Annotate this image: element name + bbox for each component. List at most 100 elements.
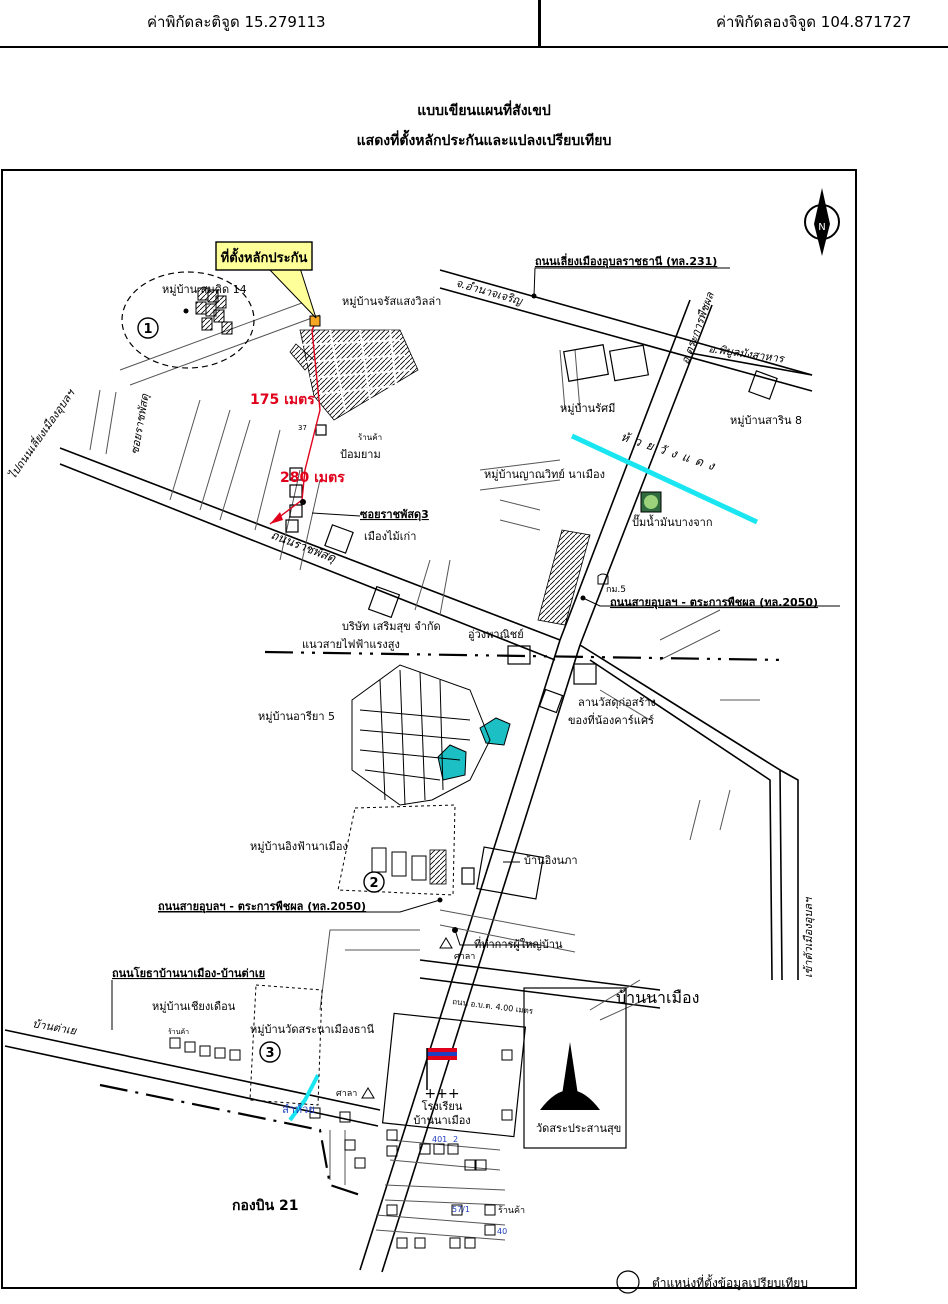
- label-huai-wang-daeng: ห้วยวังแดง: [619, 430, 722, 475]
- yotha-road-b: [4, 1045, 379, 1127]
- label-soi-ratchaphatsadu: ซอยราชพัสดุ: [128, 392, 152, 455]
- village-charat-lanes: [299, 329, 415, 411]
- trakan-road-upper-a: [559, 299, 691, 641]
- comparison-markers: 1 2 3: [137, 317, 385, 1063]
- marker-2-label: 2: [369, 876, 378, 891]
- map-title: แบบเขียนแผนที่สังเขป แสดงที่ตั้งหลักประก…: [0, 96, 948, 156]
- school-cross-icon: +++: [424, 1086, 459, 1102]
- coordinate-header: ค่าพิกัดละติจูด 15.279113 ค่าพิกัดลองจิจ…: [0, 0, 948, 48]
- label-house-2: 2: [453, 1135, 458, 1144]
- highway-2050-b: [381, 644, 581, 1273]
- marker-1-circle: [137, 317, 159, 339]
- label-to-phibun: อ.พิบูลมังสาหาร: [708, 342, 787, 366]
- gas-station-leaf-icon: [644, 495, 658, 509]
- huai-wang-daeng-stream: [570, 433, 759, 525]
- sala-icon-2: [361, 1087, 375, 1099]
- label-distance-280: 280 เมตร: [280, 470, 345, 486]
- label-shop-1: ร้านค้า: [358, 433, 382, 442]
- label-ban-ariya: หมู่บ้านอารียา 5: [258, 710, 335, 723]
- junction-dot-5: [183, 308, 189, 314]
- label-sala-1: ศาลา: [454, 952, 475, 962]
- label-ban-ingfa: หมู่บ้านอิงฟ้านาเมือง: [250, 840, 348, 853]
- power-line: [264, 650, 786, 662]
- label-ban-ratsami: หมู่บ้านรัศมี: [560, 402, 615, 415]
- legend-circle-icon: [616, 1270, 640, 1294]
- ratchaphatsadu-road-b: [59, 463, 556, 661]
- label-school-line1: โรงเรียน: [422, 1099, 463, 1113]
- label-ban-na-mueang: บ้านนาเมือง: [616, 988, 699, 1007]
- city-road-c: [779, 769, 799, 980]
- legend-label: ตำแหน่งที่ตั้งข้อมูลเปรียบเทียบ: [652, 1274, 808, 1291]
- label-to-city: เข้าตัวเมืองอุบลฯ: [802, 896, 815, 978]
- label-house-37: 37: [298, 424, 307, 432]
- label-ban-chiang-duean: หมู่บ้านเชียงเดือน: [152, 1000, 236, 1013]
- map-title-line1: แบบเขียนแผนที่สังเขป: [417, 103, 551, 119]
- lam-huai-stream: [288, 1074, 320, 1122]
- label-air-base: กองบิน 21: [232, 1198, 299, 1214]
- label-km-5: กม.5: [606, 585, 626, 595]
- latitude-label: ค่าพิกัดละติจูด 15.279113: [147, 13, 326, 31]
- marker-3-circle: [259, 1041, 281, 1063]
- buildings: [285, 344, 778, 1149]
- callout-pointer: [266, 267, 317, 319]
- city-road-b: [589, 659, 773, 981]
- label-distance-175: 175 เมตร: [250, 392, 315, 408]
- ring-road-edge-b: [439, 287, 813, 392]
- obt-road-b: [419, 977, 661, 1009]
- junction-dot-1: [300, 499, 306, 505]
- label-company: บริษัท เสริมสุข จำกัด: [342, 620, 441, 633]
- label-garage: อู่วงพาณิชย์: [468, 628, 524, 641]
- label-ban-yanawit: หมู่บ้านญาณวิทย์ นาเมือง: [484, 468, 605, 481]
- label-shop-3: ร้านค้า: [498, 1205, 525, 1216]
- label-yotha-road: ถนนโยธาบ้านนาเมือง-บ้านต่าเย: [112, 966, 265, 980]
- label-guard-post: ป้อมยาม: [340, 448, 381, 461]
- header-divider: [538, 0, 541, 46]
- marker-1-label: 1: [143, 322, 152, 337]
- village-ingfa-houses: [371, 847, 427, 881]
- label-power-line: แนวสายไฟฟ้าแรงสูง: [302, 638, 400, 651]
- km-post-icon: [597, 573, 609, 585]
- collateral-callout-label: ที่ตั้งหลักประกัน: [221, 247, 308, 266]
- map-frame: [1, 169, 857, 1289]
- air-base-boundary: [99, 1083, 361, 1197]
- map-labels: ถนนเลี่ยงเมืองอุบลราชธานี (ทล.231) จ.อำน…: [4, 253, 818, 1236]
- label-old-wood: เมืองไม้เก่า: [364, 530, 416, 543]
- label-nong-care: ของที่น้องคาร์แคร์: [568, 712, 654, 727]
- village-ingfa-strip: [429, 849, 447, 885]
- label-ban-wat-sa: หมู่บ้านวัดสระนาเมืองธานี: [250, 1023, 375, 1036]
- label-ring-road: ถนนเลี่ยงเมืองอุบลราชธานี (ทล.231): [535, 253, 717, 269]
- ratchaphatsadu-road-a: [59, 447, 561, 641]
- label-school-line2: บ้านนาเมือง: [413, 1114, 470, 1127]
- village-yanawit-strip: [537, 529, 591, 626]
- label-ubon-trakan-lower: ถนนสายอุบลฯ - ตระการพืชผล (ทล.2050): [158, 900, 366, 914]
- label-headman-office: ที่ทำการผู้ใหญ่บ้าน: [474, 936, 563, 951]
- collateral-callout-box: [215, 241, 313, 271]
- leader-lines: [111, 267, 840, 1030]
- label-temple: วัดสระประสานสุข: [536, 1122, 621, 1135]
- temple-stupa-icon: [540, 1042, 600, 1110]
- label-ban-charat: หมู่บ้านจรัสแสงวิลล่า: [342, 295, 441, 308]
- label-ban-somkit: หมู่บ้าน สมคิด 14: [162, 283, 247, 296]
- village-somkit-houses: [195, 287, 233, 335]
- ring-road-edge-a: [439, 269, 813, 376]
- village-wat-sa-boundary: [249, 984, 323, 1106]
- north-compass-icon: N: [804, 188, 840, 256]
- label-gas-station: ปั๊มน้ำมันบางจาก: [632, 514, 713, 529]
- svg-text:N: N: [818, 222, 825, 233]
- label-house-401: 401: [432, 1135, 447, 1144]
- yotha-road-a: [4, 1029, 381, 1111]
- village-ingfa-boundary: [337, 804, 456, 896]
- label-lam-huai: ลำห้วย: [282, 1103, 315, 1116]
- label-house-40: 40: [497, 1227, 507, 1236]
- route-to-collateral: [269, 321, 321, 525]
- label-ubon-trakan-upper: ถนนสายอุบลฯ - ตระการพืชผล (ทล.2050): [610, 596, 818, 610]
- label-shop-2: ร้านค้า: [168, 1028, 189, 1036]
- village-ariya-lots: [351, 664, 491, 806]
- route-arrowhead: [270, 512, 283, 524]
- longitude-label: ค่าพิกัดลองจิจูด 104.871727: [716, 13, 912, 31]
- obt-road-a: [419, 959, 661, 991]
- house-icons: [169, 1037, 513, 1249]
- marker-3-label: 3: [265, 1046, 274, 1061]
- phibun-road-edge: [689, 352, 813, 376]
